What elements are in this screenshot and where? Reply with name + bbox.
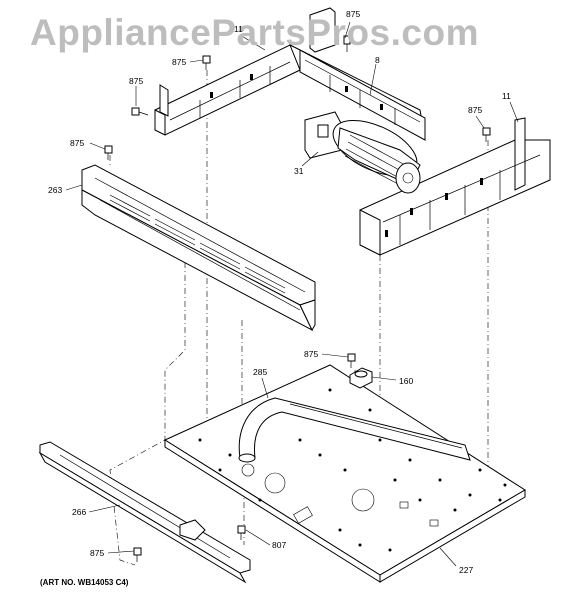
strip-slots — [59, 454, 231, 559]
part-285-duct-tube — [238, 397, 471, 463]
callout-285: 285 — [253, 367, 268, 377]
screw-icon — [343, 35, 351, 52]
callout-11-right: 11 — [502, 91, 511, 101]
callout-875-right: 875 — [468, 105, 483, 115]
callout-266: 266 — [72, 507, 87, 517]
callout-160: 160 — [399, 376, 414, 386]
watermark-text: AppliancePartsPros.com — [30, 12, 479, 53]
callout-227: 227 — [459, 565, 474, 575]
part-11-right-bracket — [359, 117, 551, 256]
callout-8: 8 — [375, 55, 380, 65]
screw-icon — [133, 547, 142, 562]
callout-875-bottom: 875 — [90, 548, 105, 558]
callout-875-mid: 875 — [304, 349, 319, 359]
part-8-rear-rail — [154, 7, 426, 141]
screw-icon — [347, 353, 356, 368]
part-160-sensor — [349, 367, 373, 389]
part-266-front-strip — [38, 441, 251, 584]
panel-vent-slots — [109, 194, 286, 294]
screw-icon — [202, 55, 211, 70]
callout-875-left: 875 — [129, 76, 144, 86]
screw-icon — [482, 127, 491, 142]
leader-lines — [65, 21, 519, 567]
screws — [104, 35, 491, 562]
art-number: (ART NO. WB14053 C4) — [40, 578, 129, 587]
screw-icon — [104, 145, 113, 160]
screw-icon — [131, 107, 149, 116]
base-plate-holes — [198, 388, 507, 552]
callout-11-top: 11 — [234, 24, 243, 34]
callout-807: 807 — [272, 540, 287, 550]
callout-31: 31 — [294, 166, 304, 176]
part-263-front-panel — [81, 164, 316, 332]
callout-263: 263 — [48, 185, 63, 195]
callout-875-rail: 875 — [70, 138, 85, 148]
part-31-blower-motor — [304, 111, 421, 194]
callout-875-upper-left: 875 — [172, 57, 187, 67]
callout-875-top-right: 875 — [346, 9, 361, 19]
screw-icon — [237, 525, 246, 540]
